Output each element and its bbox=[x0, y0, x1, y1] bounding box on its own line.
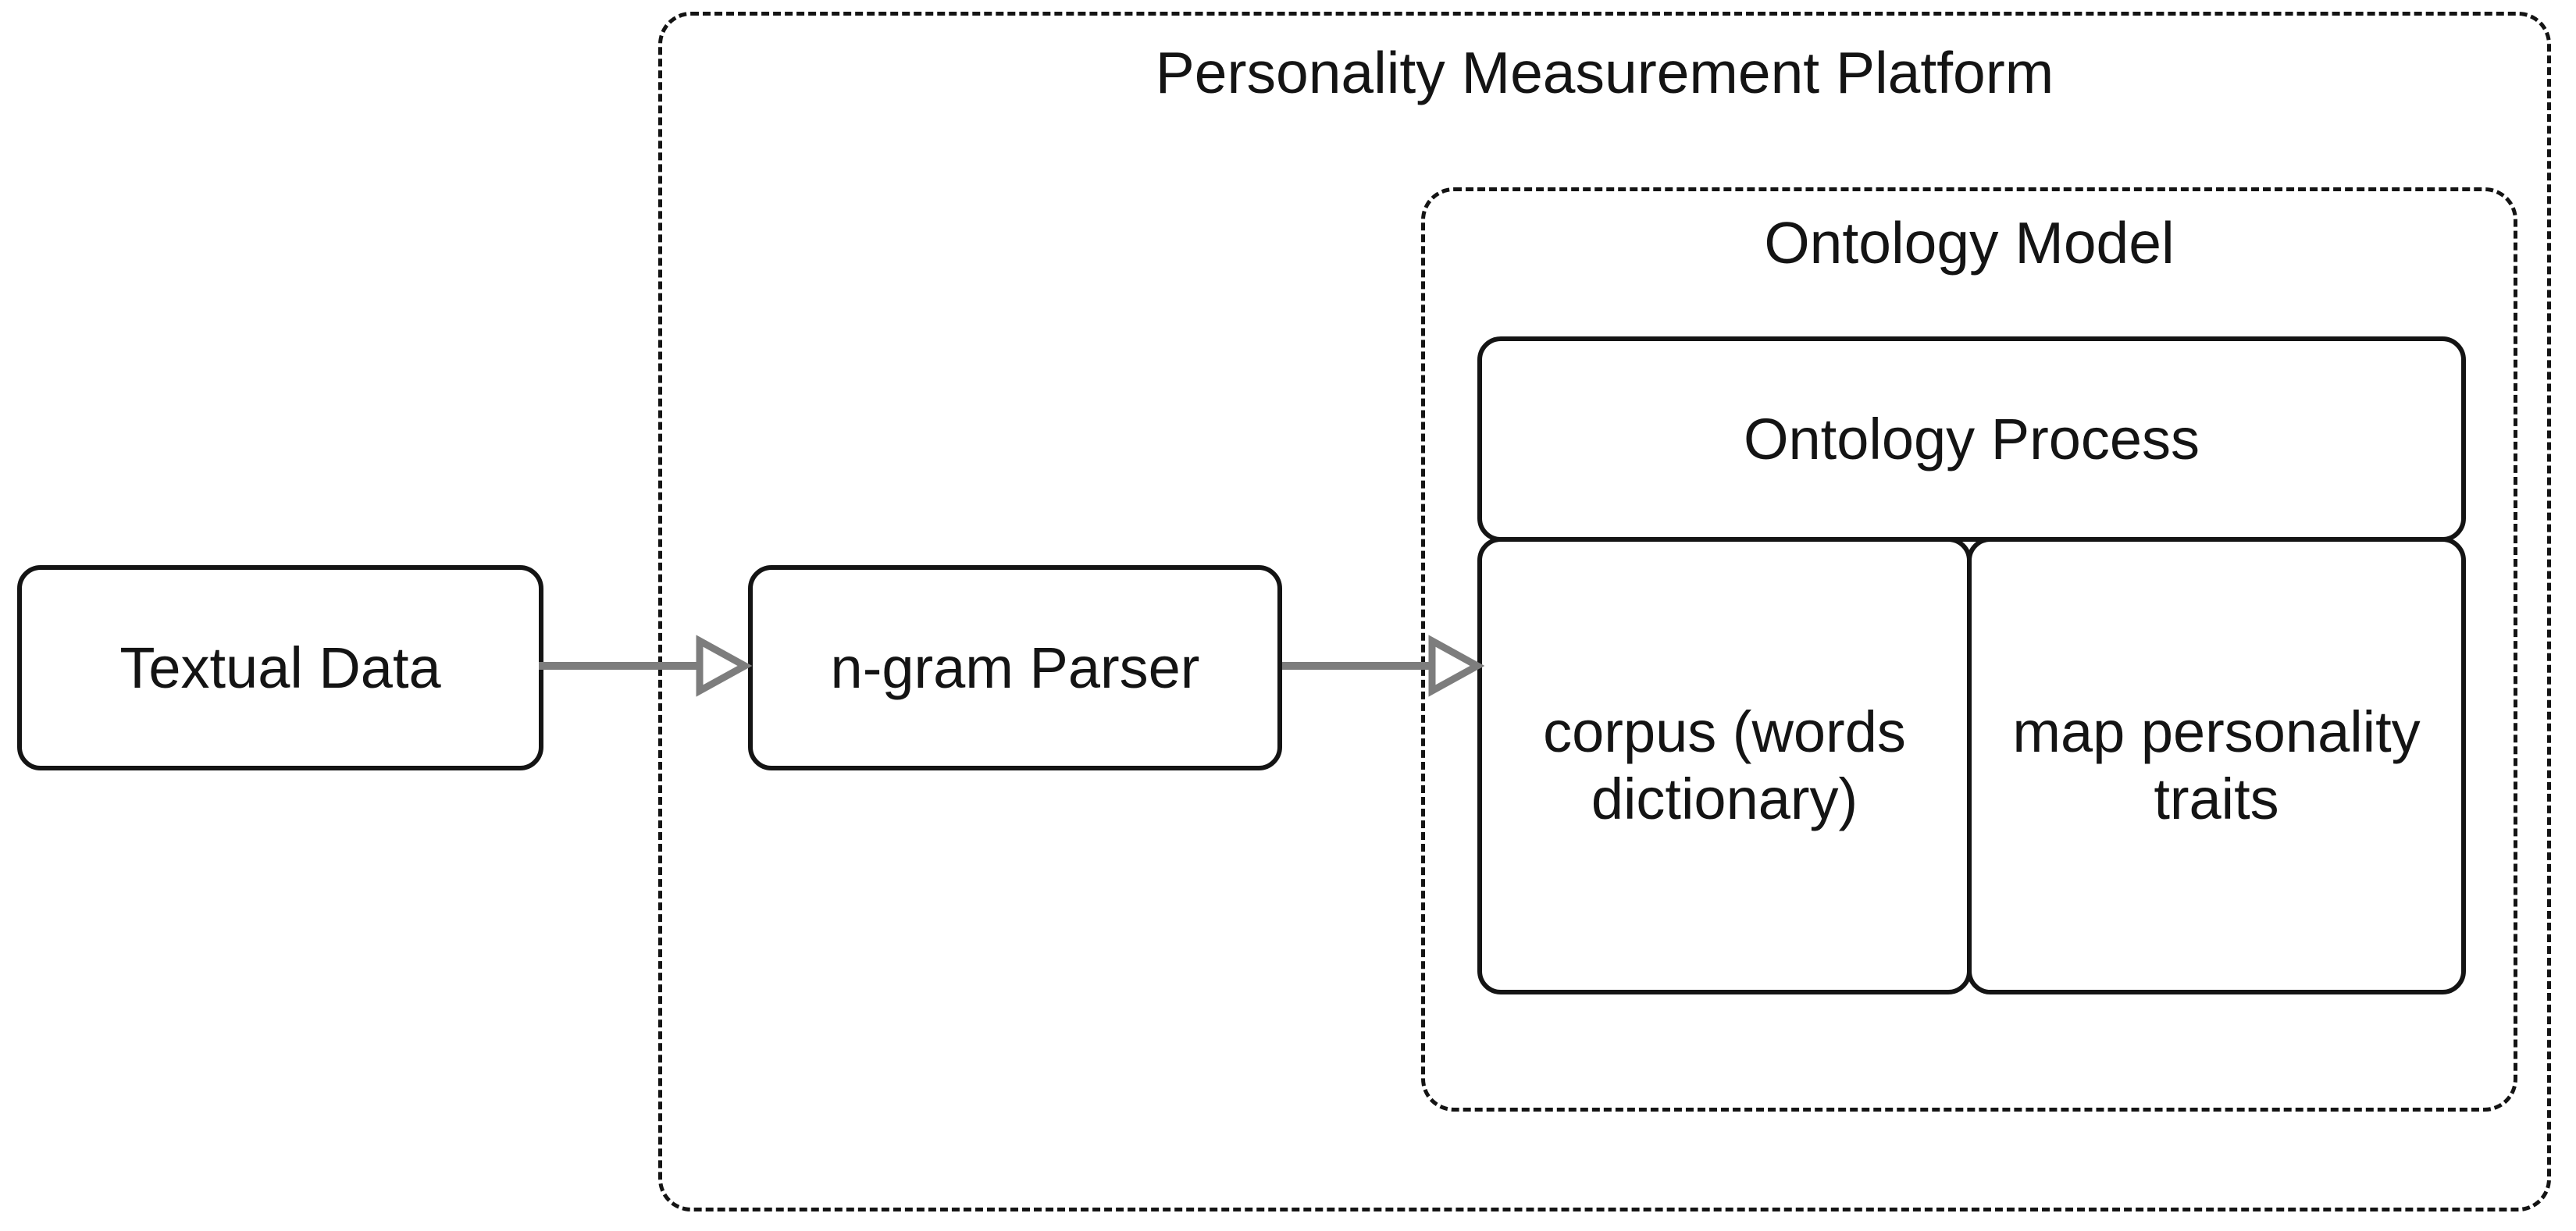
ontology-model-container bbox=[1421, 187, 2517, 1112]
textual-data-node: Textual Data bbox=[17, 565, 543, 770]
ontology-process-node: Ontology Process bbox=[1477, 336, 2466, 542]
ontology-process-label: Ontology Process bbox=[1743, 406, 2200, 471]
ngram-parser-node: n-gram Parser bbox=[748, 565, 1282, 770]
ngram-parser-label: n-gram Parser bbox=[830, 635, 1200, 700]
map-personality-traits-node: map personality traits bbox=[1967, 537, 2466, 994]
platform-container bbox=[658, 12, 2551, 1211]
map-personality-traits-label: map personality traits bbox=[2012, 699, 2421, 831]
arrow-ngram-parser-to-ontology-model-icon bbox=[1282, 635, 1485, 697]
platform-title: Personality Measurement Platform bbox=[1155, 40, 2054, 105]
arrow-textual-data-to-ngram-parser-icon bbox=[539, 635, 753, 697]
corpus-node: corpus (words dictionary) bbox=[1477, 537, 1972, 994]
corpus-label: corpus (words dictionary) bbox=[1543, 699, 1906, 831]
textual-data-label: Textual Data bbox=[119, 635, 441, 700]
ontology-model-title: Ontology Model bbox=[1764, 210, 2175, 276]
